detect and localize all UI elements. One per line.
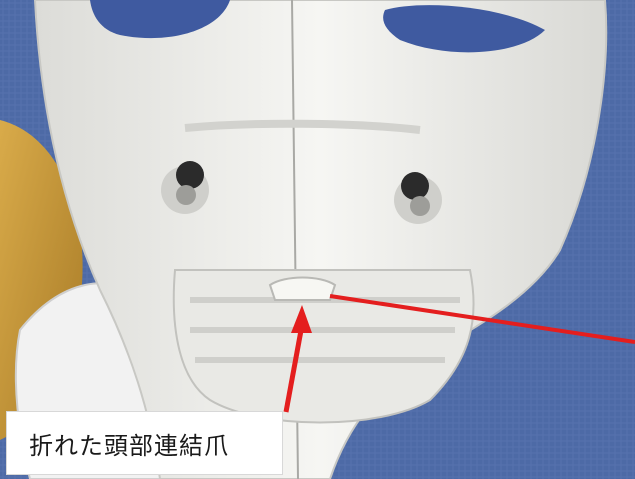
screw-right [394,172,442,224]
caption-box: 折れた頭部連結爪 [6,411,283,475]
ridge [184,119,421,134]
pointer-line-annotation-icon [329,294,635,344]
eye-hole-right [383,5,545,53]
arrow-annotation-icon [283,305,312,413]
eye-hole-left [90,0,230,39]
caption-label: 折れた頭部連結爪 [29,432,229,460]
screw-left [161,161,209,214]
broken-claw [268,276,337,301]
